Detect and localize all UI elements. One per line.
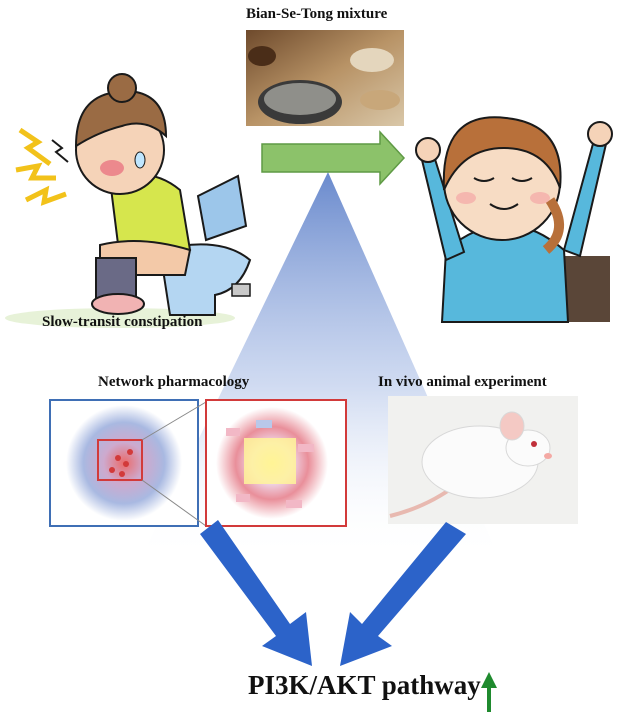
pathway-label: PI3K/AKT pathway bbox=[248, 670, 481, 700]
upward-arrow-icon bbox=[481, 672, 497, 712]
constipated-girl-illustration bbox=[5, 73, 252, 328]
herbal-mixture-photo bbox=[246, 30, 404, 126]
right-converging-arrow bbox=[340, 522, 466, 666]
network-pharmacology-label: Network pharmacology bbox=[98, 374, 250, 390]
constipation-label: Slow-transit constipation bbox=[42, 314, 203, 330]
mouse-photo bbox=[388, 396, 578, 524]
network-zoom-graph bbox=[205, 399, 347, 527]
network-overview-graph bbox=[49, 399, 199, 527]
animal-experiment-label: In vivo animal experiment bbox=[378, 374, 547, 390]
right-arrow-icon bbox=[261, 130, 406, 186]
mixture-label: Bian-Se-Tong mixture bbox=[246, 6, 388, 22]
left-converging-arrow bbox=[200, 520, 312, 666]
relieved-girl-illustration bbox=[415, 96, 613, 323]
